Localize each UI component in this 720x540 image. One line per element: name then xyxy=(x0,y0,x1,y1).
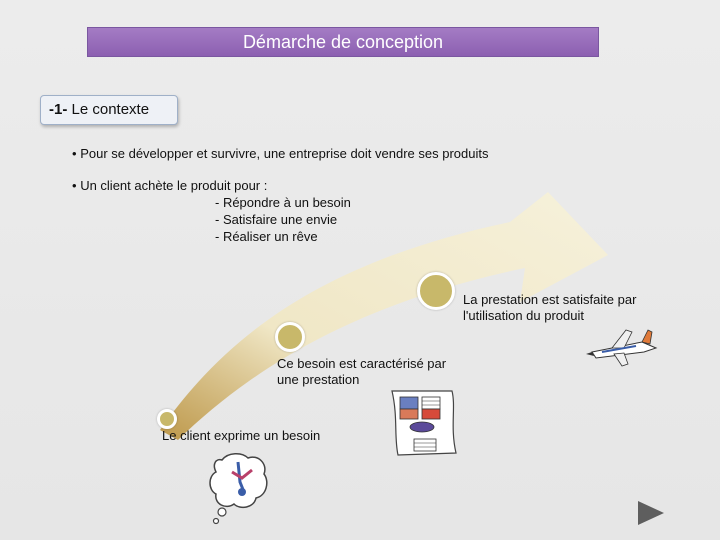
sub-item: - Réaliser un rêve xyxy=(215,229,318,244)
step-label-1: Le client exprime un besoin xyxy=(162,428,320,444)
thought-bubble-icon xyxy=(209,453,268,525)
step-label-3: La prestation est satisfaite par l'utili… xyxy=(463,292,636,324)
step-label-line: l'utilisation du produit xyxy=(463,308,584,323)
step-label-line: Ce besoin est caractérisé par xyxy=(277,356,447,371)
step-label-line: Le client exprime un besoin xyxy=(162,428,321,443)
next-arrow-icon[interactable] xyxy=(636,500,666,526)
bullet-text: Pour se développer et survivre, une entr… xyxy=(80,146,489,161)
airplane-icon xyxy=(586,329,658,367)
slide-title: Démarche de conception xyxy=(87,27,599,57)
section-number: -1- xyxy=(49,101,68,118)
sub-item: - Répondre à un besoin xyxy=(215,195,351,210)
sub-item: - Satisfaire une envie xyxy=(215,212,338,227)
step-node-1 xyxy=(157,409,177,429)
step-label-2: Ce besoin est caractérisé par une presta… xyxy=(277,356,446,388)
document-diagram-icon xyxy=(391,390,457,456)
step-label-line: une prestation xyxy=(277,372,360,387)
bullet-item: • Un client achète le produit pour : xyxy=(72,178,267,193)
bullet-item: • Pour se développer et survivre, une en… xyxy=(72,146,488,161)
bullet-icon: • xyxy=(72,146,77,161)
step-label-line: La prestation est satisfaite par xyxy=(463,292,637,307)
bullet-icon: • xyxy=(72,178,77,193)
step-node-3 xyxy=(417,272,455,310)
section-box: -1- Le contexte xyxy=(40,95,178,125)
bullet-text: Un client achète le produit pour : xyxy=(80,178,268,193)
section-label: Le contexte xyxy=(71,101,150,118)
step-node-2 xyxy=(275,322,305,352)
